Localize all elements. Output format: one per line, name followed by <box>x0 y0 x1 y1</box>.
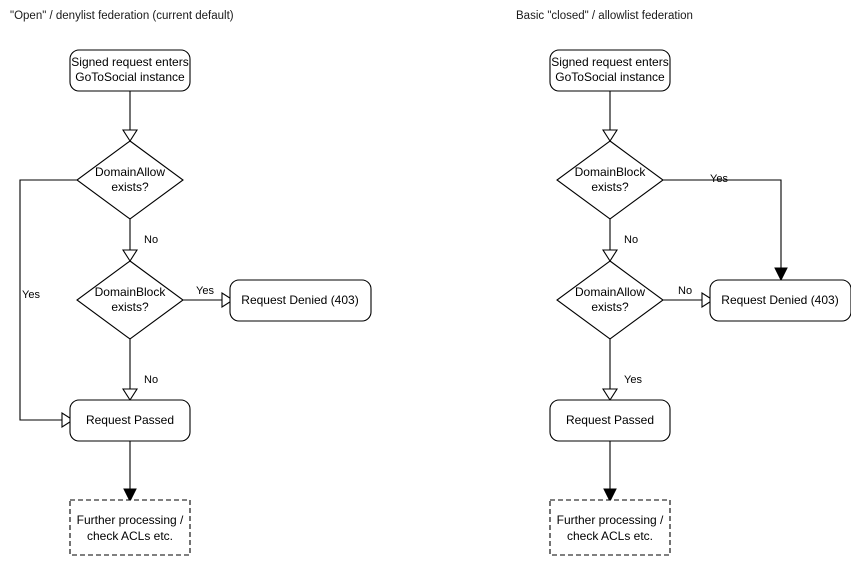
node-further-processing-right: Further processing / check ACLs etc. <box>549 499 671 556</box>
node-request-denied-left: Request Denied (403) <box>229 279 372 322</box>
decision-label-line2: exists? <box>111 300 149 314</box>
diagram-title-closed-allowlist: Basic "closed" / allowlist federation <box>516 10 693 22</box>
node-request-passed-right: Request Passed <box>549 399 671 442</box>
node-decision-domainallow-left: DomainAllow exists? <box>76 140 184 220</box>
arrowhead-open-icon <box>601 249 619 263</box>
arrowhead-open-icon <box>121 129 139 143</box>
edge-domainallow-no-left: No <box>121 219 158 263</box>
diagram-closed-allowlist: Basic "closed" / allowlist federation Si… <box>516 10 851 556</box>
edge-line <box>663 179 782 273</box>
node-start-left: Signed request enters GoToSocial instanc… <box>69 49 191 92</box>
edge-domainblock-yes-left: Yes <box>183 285 235 309</box>
start-box-label-line2: GoToSocial instance <box>555 70 665 84</box>
edge-label-no: No <box>624 234 638 246</box>
arrowhead-open-icon <box>221 291 235 309</box>
further-processing-label-line2: check ACLs etc. <box>567 529 653 543</box>
node-further-processing-left: Further processing / check ACLs etc. <box>69 499 191 556</box>
edge-start-to-domainblock-right <box>601 91 619 143</box>
arrowhead-open-icon <box>701 291 715 309</box>
edge-label-yes: Yes <box>710 173 728 185</box>
node-decision-domainblock-left: DomainBlock exists? <box>76 260 184 340</box>
decision-label-line1: DomainBlock <box>575 165 647 179</box>
arrowhead-solid-icon <box>603 488 617 503</box>
edge-domainblock-yes-right: Yes <box>663 173 788 282</box>
further-processing-box-shape <box>69 499 191 556</box>
edge-label-yes: Yes <box>624 374 642 386</box>
request-denied-label: Request Denied (403) <box>241 293 358 307</box>
edge-domainblock-no-left: No <box>121 339 158 402</box>
edge-label-yes: Yes <box>22 289 40 301</box>
request-denied-box-shape <box>229 279 372 322</box>
request-passed-label: Request Passed <box>86 413 174 427</box>
arrowhead-open-icon <box>121 249 139 263</box>
node-start-right: Signed request enters GoToSocial instanc… <box>549 49 671 92</box>
edge-label-no: No <box>144 374 158 386</box>
edge-line <box>19 179 77 421</box>
diagram-title-open-denylist: "Open" / denylist federation (current de… <box>10 10 234 22</box>
arrowhead-solid-icon <box>774 267 788 282</box>
edge-start-to-domainallow-left <box>121 91 139 143</box>
edge-domainblock-no-right: No <box>601 219 638 263</box>
arrowhead-open-icon <box>121 388 139 402</box>
arrowhead-open-icon <box>601 388 619 402</box>
request-denied-box-shape <box>709 279 851 322</box>
decision-label-line2: exists? <box>111 180 149 194</box>
further-processing-label-line2: check ACLs etc. <box>87 529 173 543</box>
arrowhead-solid-icon <box>123 488 137 503</box>
edge-domainallow-no-right: No <box>663 285 715 309</box>
arrowhead-open-icon <box>61 411 75 429</box>
edge-label-no: No <box>144 234 158 246</box>
edge-domainallow-yes-left: Yes <box>19 179 77 429</box>
decision-label-line1: DomainAllow <box>575 285 645 299</box>
decision-label-line1: DomainBlock <box>95 285 167 299</box>
further-processing-label-line1: Further processing / <box>557 513 664 527</box>
arrowhead-open-icon <box>601 129 619 143</box>
request-denied-label: Request Denied (403) <box>721 293 838 307</box>
edge-passed-to-further-right <box>603 441 617 503</box>
node-decision-domainallow-right: DomainAllow exists? <box>556 260 664 340</box>
node-decision-domainblock-right: DomainBlock exists? <box>556 140 664 220</box>
start-box-label-line2: GoToSocial instance <box>75 70 185 84</box>
start-box-label-line1: Signed request enters <box>71 55 188 69</box>
node-request-denied-right: Request Denied (403) <box>709 279 851 322</box>
start-box-label-line1: Signed request enters <box>551 55 668 69</box>
edge-label-no: No <box>678 285 692 297</box>
further-processing-label-line1: Further processing / <box>77 513 184 527</box>
further-processing-box-shape <box>549 499 671 556</box>
decision-label-line2: exists? <box>591 180 629 194</box>
edge-domainallow-yes-right: Yes <box>601 339 642 402</box>
decision-label-line2: exists? <box>591 300 629 314</box>
edge-label-yes: Yes <box>196 285 214 297</box>
request-passed-label: Request Passed <box>566 413 654 427</box>
node-request-passed-left: Request Passed <box>69 399 191 442</box>
decision-label-line1: DomainAllow <box>95 165 165 179</box>
diagram-open-denylist: "Open" / denylist federation (current de… <box>10 10 372 556</box>
edge-passed-to-further-left <box>123 441 137 503</box>
